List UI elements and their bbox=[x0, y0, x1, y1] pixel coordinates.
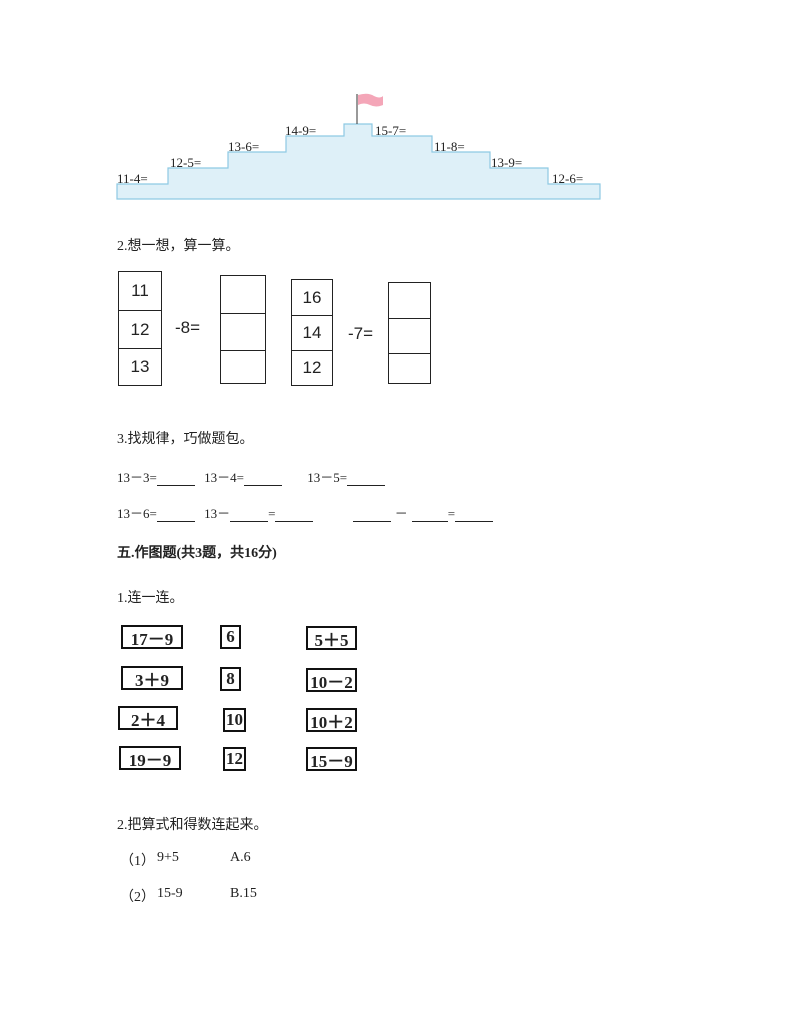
mountain-staircase bbox=[116, 93, 601, 200]
number-box[interactable]: 12 bbox=[223, 747, 246, 771]
q52-item-number: （1） bbox=[120, 854, 155, 869]
q2-right-cell-3: 12 bbox=[292, 350, 332, 385]
q3-equals: = bbox=[268, 506, 276, 521]
q3-title: 3.找规律，巧做题包。 bbox=[117, 432, 254, 447]
step-label-6: 11-8= bbox=[434, 139, 465, 154]
answer-cell[interactable] bbox=[221, 313, 265, 350]
step-label-1: 11-4= bbox=[117, 171, 148, 186]
q2-left-answers bbox=[220, 275, 266, 384]
answer-blank[interactable] bbox=[156, 509, 195, 522]
q52-expression[interactable]: 15-9 bbox=[157, 886, 183, 901]
step-label-4: 14-9= bbox=[285, 123, 317, 138]
answer-cell[interactable] bbox=[389, 353, 430, 383]
q51-title: 1.连一连。 bbox=[117, 591, 184, 606]
answer-blank[interactable] bbox=[411, 509, 448, 522]
step-label-2: 12-5= bbox=[170, 155, 202, 170]
q3-expr: 13－3= bbox=[117, 470, 157, 485]
q2-right-column: 16 14 12 bbox=[291, 279, 333, 386]
mountain-shape bbox=[116, 123, 601, 200]
q52-title: 2.把算式和得数连起来。 bbox=[117, 818, 268, 833]
q2-left-column: 11 12 13 bbox=[118, 271, 162, 386]
left-expr-box[interactable]: 2＋4 bbox=[118, 706, 178, 730]
right-expr-box[interactable]: 10－2 bbox=[306, 668, 357, 692]
answer-blank[interactable] bbox=[347, 473, 386, 486]
left-expr-box[interactable]: 17－9 bbox=[121, 625, 183, 649]
answer-cell[interactable] bbox=[389, 283, 430, 318]
answer-cell[interactable] bbox=[221, 276, 265, 313]
q2-left-cell-2: 12 bbox=[119, 310, 161, 348]
answer-blank[interactable] bbox=[352, 509, 391, 522]
right-expr-box[interactable]: 5＋5 bbox=[306, 626, 357, 650]
q52-answer[interactable]: A.6 bbox=[230, 850, 251, 865]
number-box[interactable]: 6 bbox=[220, 625, 241, 649]
q3-row-1: 13－3= 13－4= 13－5= bbox=[117, 467, 386, 486]
q2-right-answers bbox=[388, 282, 431, 384]
q2-left-cell-1: 11 bbox=[131, 281, 149, 300]
right-expr-box[interactable]: 10＋2 bbox=[306, 708, 357, 732]
q3-equals: = bbox=[447, 506, 456, 521]
step-label-7: 13-9= bbox=[491, 155, 523, 170]
number-box[interactable]: 8 bbox=[220, 667, 241, 691]
q2-left-cell-3: 13 bbox=[119, 348, 161, 385]
answer-blank[interactable] bbox=[275, 509, 314, 522]
q3-expr: 13－6= bbox=[117, 506, 157, 521]
answer-blank[interactable] bbox=[230, 509, 269, 522]
step-label-5: 15-7= bbox=[375, 123, 407, 138]
step-label-8: 12-6= bbox=[552, 171, 584, 186]
step-label-3: 13-6= bbox=[228, 139, 260, 154]
left-expr-box[interactable]: 19－9 bbox=[119, 746, 181, 770]
q2-left-op: -8= bbox=[175, 318, 201, 337]
answer-blank[interactable] bbox=[156, 473, 195, 486]
left-expr-box[interactable]: 3＋9 bbox=[121, 666, 183, 690]
q3-minus: － bbox=[394, 506, 408, 521]
answer-blank[interactable] bbox=[455, 509, 494, 522]
q52-expression[interactable]: 9+5 bbox=[157, 850, 179, 865]
q3-expr: 13－5= bbox=[307, 470, 348, 485]
q2-title: 2.想一想，算一算。 bbox=[117, 239, 240, 254]
answer-cell[interactable] bbox=[221, 350, 265, 383]
q2-right-op: -7= bbox=[348, 324, 374, 343]
number-box[interactable]: 10 bbox=[223, 708, 246, 732]
q3-expr: 13－ bbox=[204, 506, 231, 521]
right-expr-box[interactable]: 15－9 bbox=[306, 747, 357, 771]
q2-right-cell-1: 16 bbox=[302, 287, 322, 307]
q3-expr: 13－4= bbox=[204, 470, 244, 485]
q2-right-cell-2: 14 bbox=[292, 315, 332, 350]
flag-icon bbox=[358, 93, 383, 107]
answer-cell[interactable] bbox=[389, 318, 430, 353]
section-5-title: 五.作图题(共3题，共16分) bbox=[117, 546, 277, 561]
q52-answer[interactable]: B.15 bbox=[230, 886, 257, 901]
q3-row-2: 13－6= 13－ = － = bbox=[117, 503, 494, 522]
q52-item-number: （2） bbox=[120, 890, 155, 905]
answer-blank[interactable] bbox=[243, 473, 282, 486]
